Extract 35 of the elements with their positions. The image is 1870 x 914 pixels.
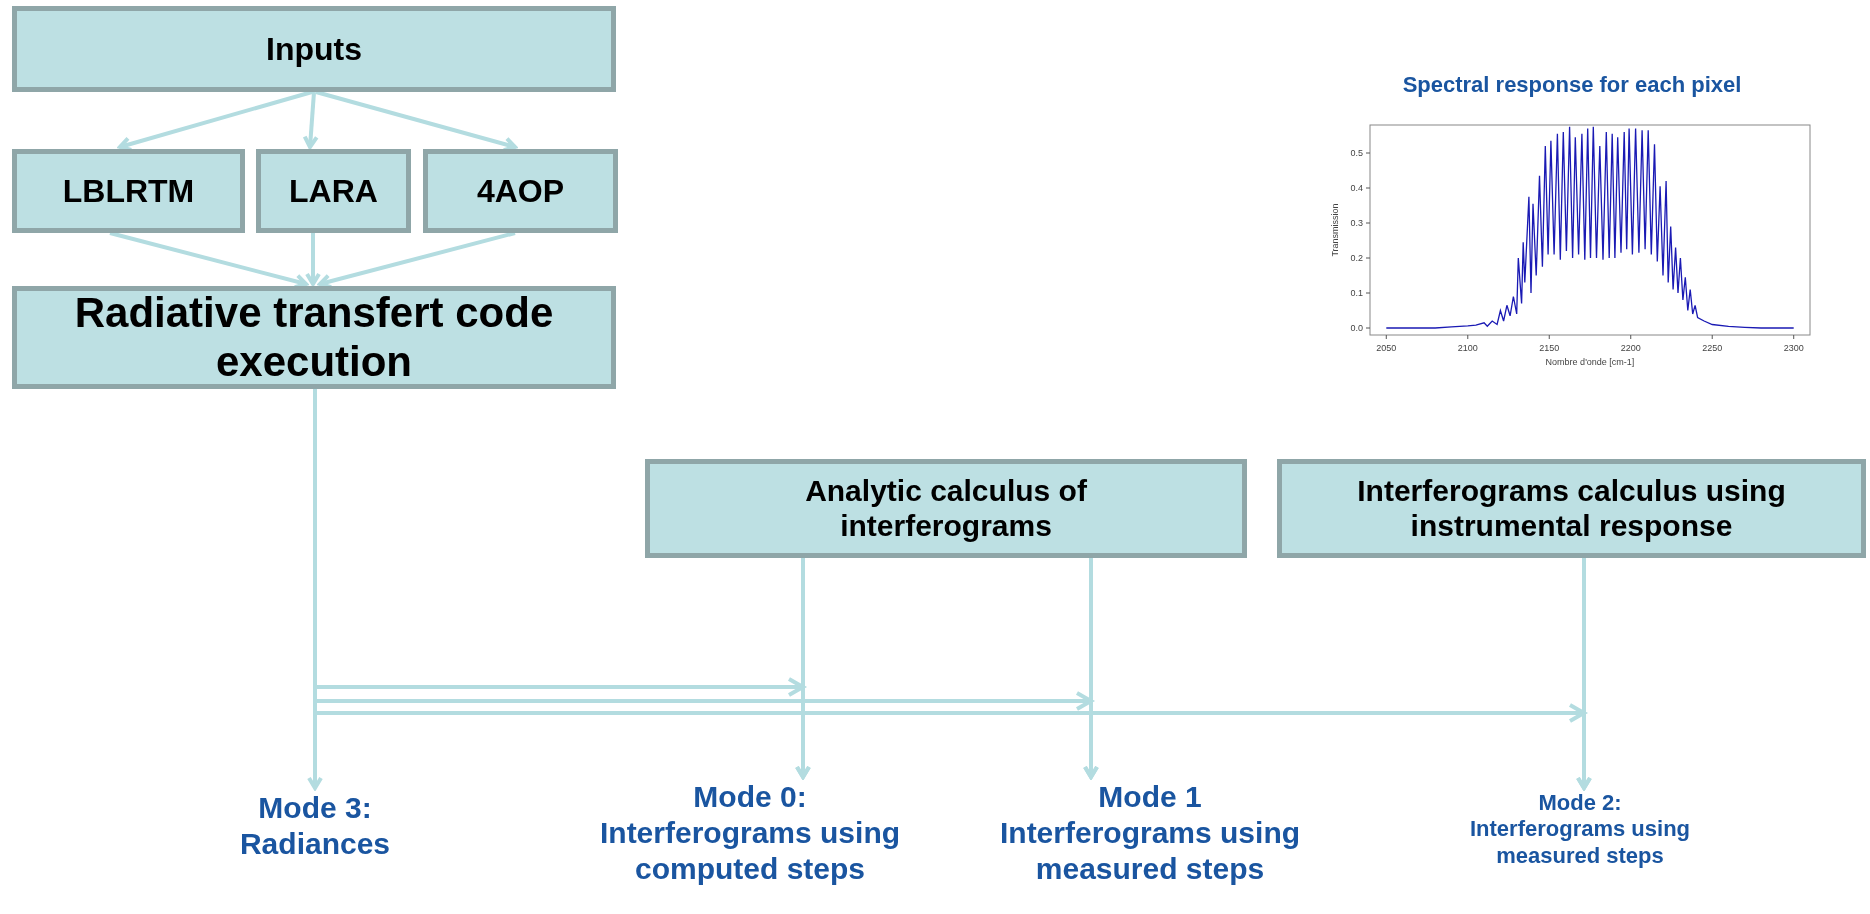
mode-title: Mode 3: [257, 790, 373, 826]
tick-label: 2150 [1539, 343, 1560, 353]
axis-title: Nombre d'onde [cm-1] [1545, 357, 1635, 367]
process-box: LBLRTM [12, 149, 245, 233]
tick-label: 0.2 [1350, 253, 1363, 263]
chart-title: Spectral response for each pixel [1401, 72, 1743, 98]
arrow [1576, 558, 1592, 790]
process-box: LARA [256, 149, 411, 233]
tick-label: 0.5 [1350, 148, 1363, 158]
mode-title: Mode 2: [1537, 790, 1623, 817]
tick-label: 0.3 [1350, 218, 1363, 228]
mode-title: Mode 1 [1097, 779, 1203, 815]
tick-label: 0.0 [1350, 323, 1363, 333]
process-box: 4AOP [423, 149, 618, 233]
tick-label: 2100 [1457, 343, 1478, 353]
axis-title: Transmission [1330, 203, 1340, 257]
process-box: Radiative transfert code execution [12, 286, 616, 389]
process-box: Inputs [12, 6, 616, 92]
process-box: Interferograms calculus using instrumental response [1277, 459, 1866, 558]
mode-description: Interferograms using measured steps [998, 815, 1302, 887]
process-box: Analytic calculus of interferograms [645, 459, 1247, 558]
tick-label: 2200 [1620, 343, 1641, 353]
tick-label: 2300 [1783, 343, 1804, 353]
mode-description: Interferograms using measured steps [1468, 816, 1691, 870]
tick-label: 2250 [1702, 343, 1723, 353]
tick-label: 0.1 [1350, 288, 1363, 298]
mode-description: Interferograms using computed steps [598, 815, 902, 887]
mode-title: Mode 0: [692, 779, 808, 815]
tick-label: 0.4 [1350, 183, 1363, 193]
arrow [302, 91, 319, 149]
tick-label: 2050 [1376, 343, 1397, 353]
arrow [305, 233, 321, 286]
arrow [795, 558, 811, 779]
arrow [1083, 558, 1099, 779]
mode-description: Radiances [238, 826, 392, 862]
